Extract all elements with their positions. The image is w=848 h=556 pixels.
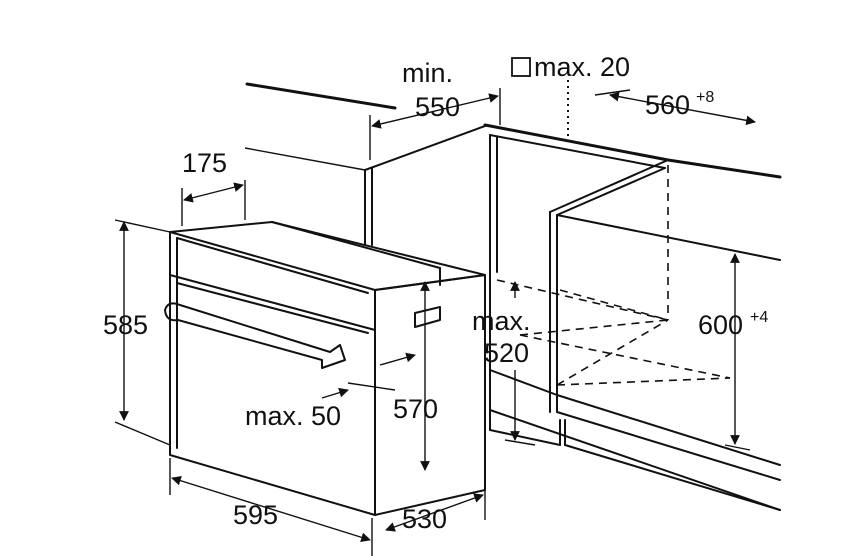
niche-right-wall	[549, 159, 669, 213]
oven-body	[164, 221, 486, 516]
oven-front	[169, 231, 376, 516]
label-max-20: max. 20	[534, 52, 630, 82]
label-min: min.	[402, 58, 453, 88]
worktop-left-edge	[245, 82, 397, 110]
label-max-50: max. 50	[245, 401, 341, 431]
label-depth-175: 175	[182, 148, 227, 178]
label-width-560-tolerance: +8	[696, 89, 714, 106]
label-width-595: 595	[233, 500, 278, 530]
label-width-560: 560	[645, 90, 690, 120]
label-height-585: 585	[103, 310, 148, 340]
label-depth-530: 530	[402, 504, 447, 534]
worktop-right-edge	[666, 158, 782, 179]
niche-left-wall	[364, 125, 486, 171]
label-height-600: 600	[698, 310, 743, 340]
square-icon	[511, 57, 531, 77]
label-height-570: 570	[393, 394, 438, 424]
worktop-front-edge	[483, 123, 670, 162]
label-depth-550: 550	[415, 92, 460, 122]
label-height-520: 520	[484, 338, 529, 368]
oven-handle	[164, 302, 346, 369]
label-height-600-tolerance: +4	[750, 309, 768, 326]
cabinet-niche	[245, 82, 782, 511]
label-max: max.	[472, 306, 531, 336]
